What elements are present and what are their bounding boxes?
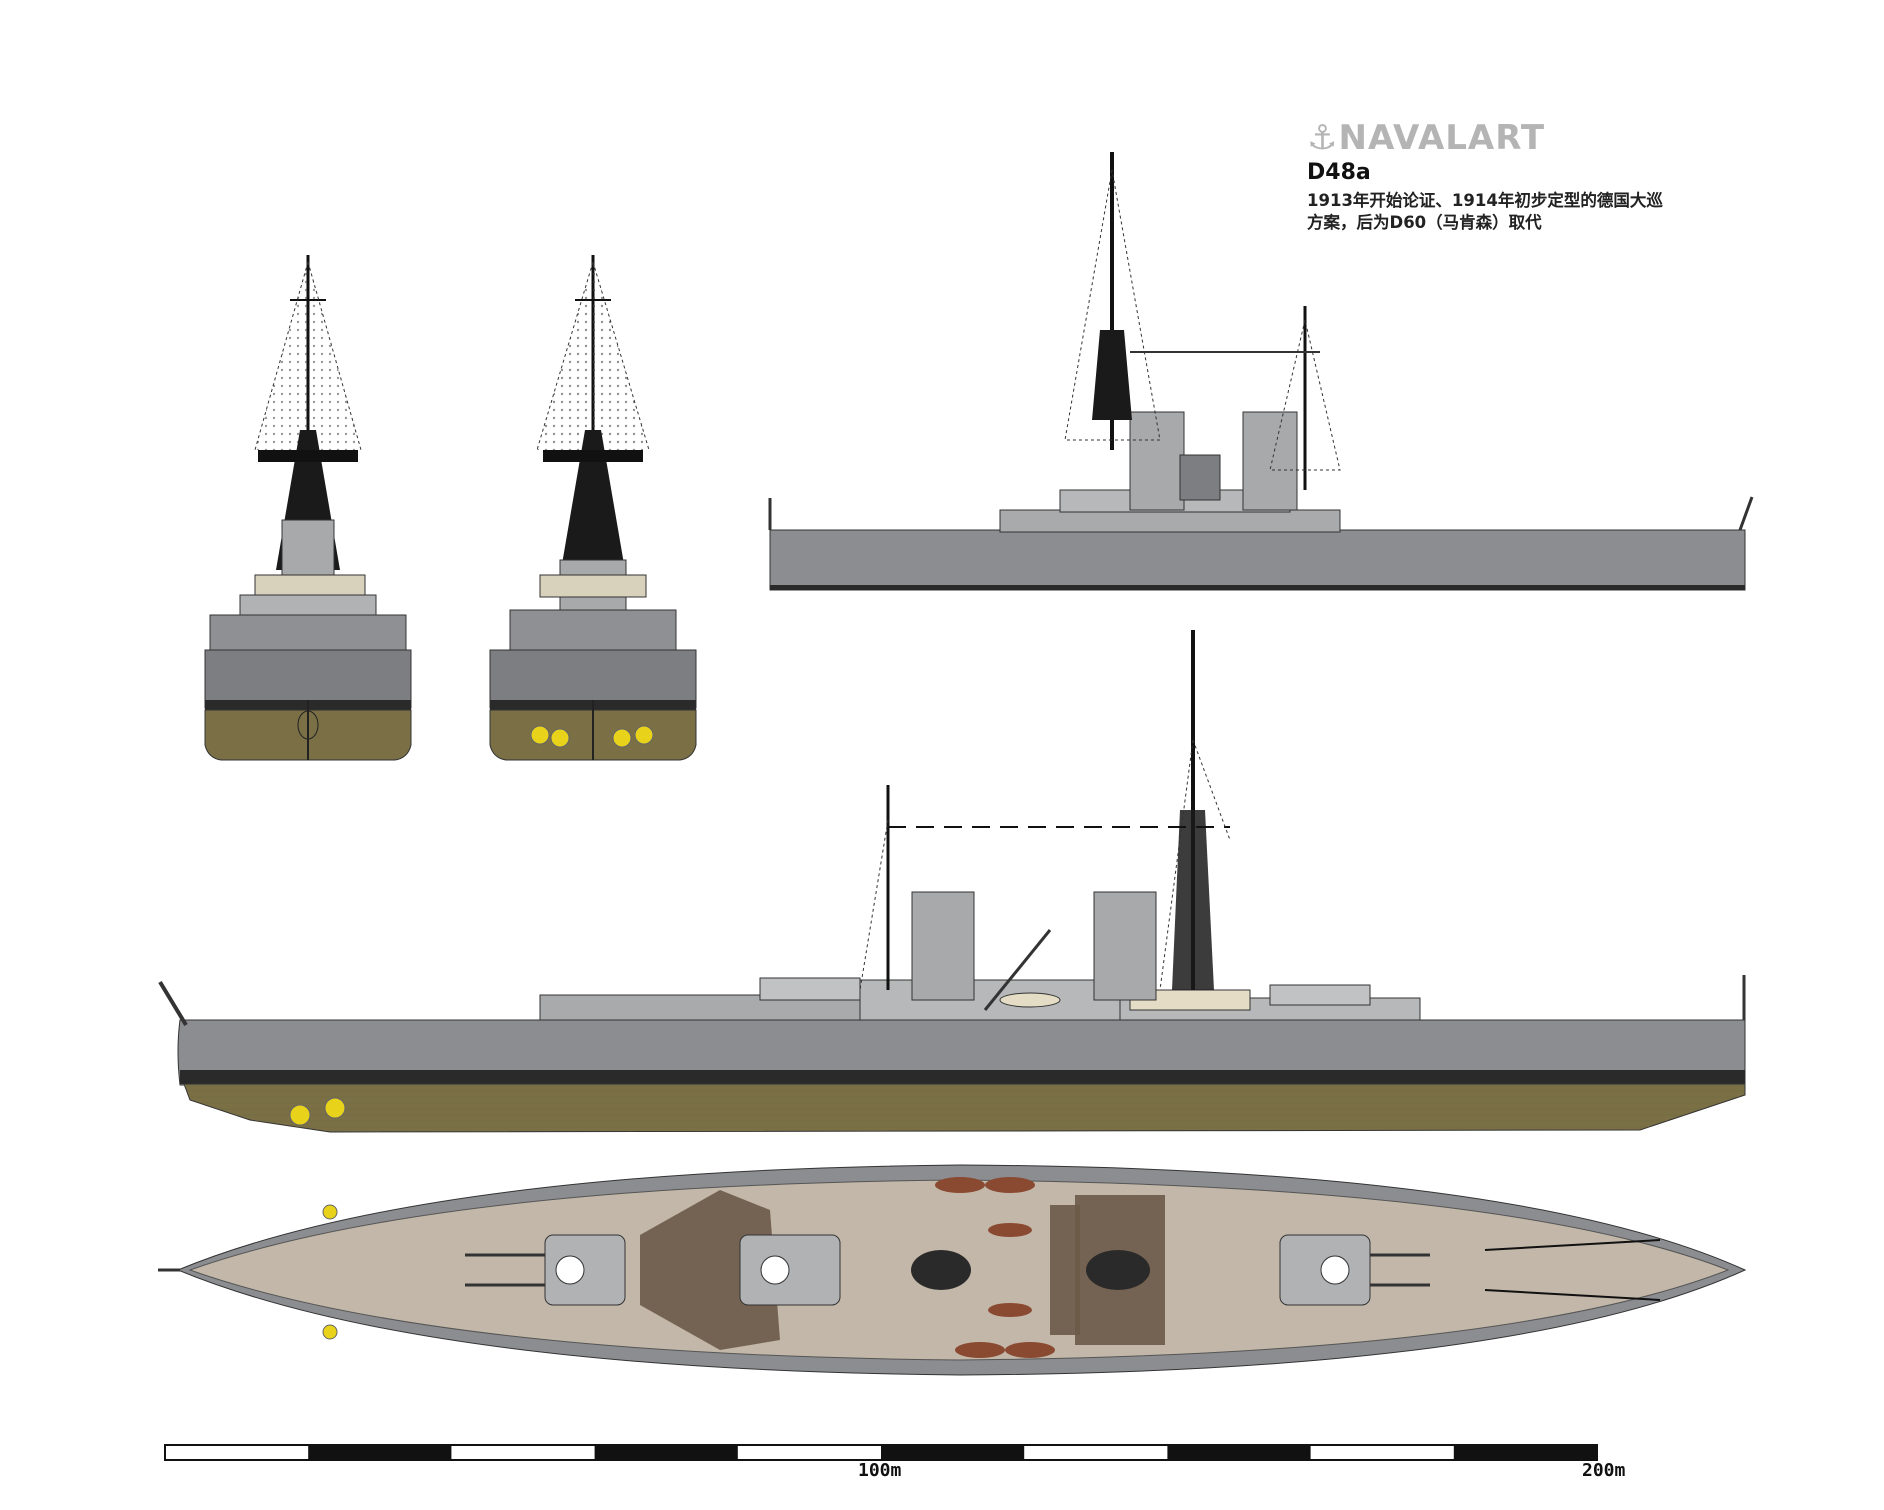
- small-profile-hull: [769, 529, 1746, 591]
- side-profile-small: [768, 152, 1754, 591]
- deck-plan-funnel-fore: [911, 1250, 971, 1290]
- small-profile-funnel-aft: [1242, 411, 1298, 511]
- anchor-icon: ⚓: [1307, 118, 1339, 158]
- small-profile-funnel-fore: [1129, 411, 1185, 511]
- scale-bar-segment: [881, 1445, 1025, 1460]
- ship-description: 1913年开始论证、1914年初步定型的德国大巡方案，后为D60（马肯森）取代: [1307, 191, 1663, 232]
- deck-plan-funnel-aft: [1086, 1250, 1150, 1290]
- stern-view-propellers: [530, 725, 654, 748]
- large-profile-funnel-fore: [911, 891, 975, 1001]
- scale-bar: [164, 1444, 1598, 1461]
- ship-designation: D48a: [1307, 160, 1371, 185]
- large-profile-waterline: [180, 1070, 1745, 1084]
- scale-bar-segment: [594, 1445, 738, 1460]
- bow-view-rigging: [255, 262, 361, 450]
- bow-view: [204, 255, 412, 761]
- scale-bar-segment: [308, 1445, 452, 1460]
- scale-label-200m: 200m: [1582, 1460, 1626, 1481]
- deck-plan-boats: [935, 1177, 1055, 1358]
- logo-text: NAVALART: [1338, 118, 1546, 158]
- deck-plan-turrets: [544, 1234, 1371, 1306]
- scale-label-100m: 100m: [858, 1460, 902, 1481]
- deck-plan: [158, 1164, 1747, 1376]
- side-profile-large: [158, 630, 1746, 1133]
- scale-bar-segment: [1167, 1445, 1311, 1460]
- large-profile-funnel-aft: [1093, 891, 1157, 1001]
- stern-view: [489, 255, 697, 761]
- large-profile-turret-c: [1269, 984, 1371, 1006]
- scale-bar-segment: [1453, 1445, 1597, 1460]
- navalart-logo: ⚓NAVALART: [1307, 118, 1545, 158]
- large-profile-turret-b: [759, 977, 861, 1001]
- large-profile-propellers: [289, 1097, 346, 1126]
